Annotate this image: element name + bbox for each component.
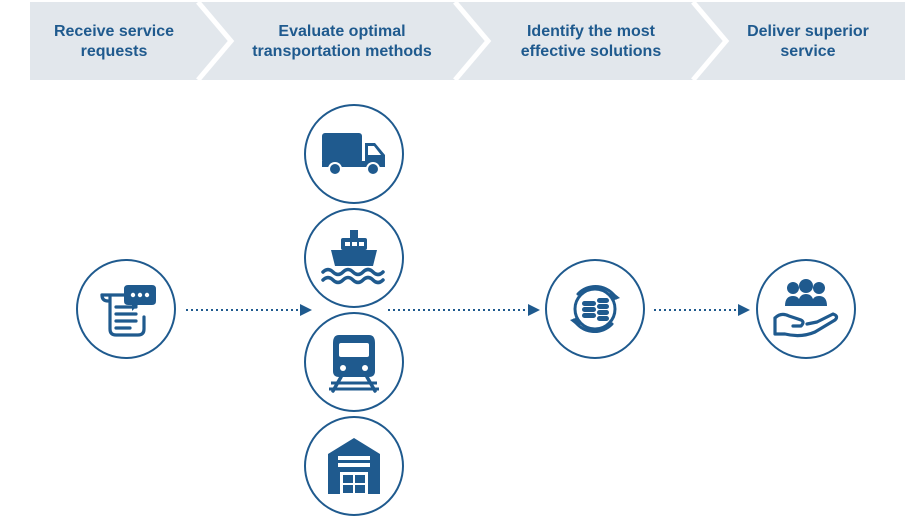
request-node (76, 259, 176, 359)
step-2-shape (194, 2, 488, 80)
train-icon (329, 335, 379, 393)
solutions-node (545, 259, 645, 359)
warehouse-node (304, 416, 404, 516)
warehouse-icon (328, 438, 380, 494)
document-chat-icon (100, 285, 156, 337)
truck-icon (322, 133, 385, 176)
step-bar: Receive service requests Evaluate optima… (0, 0, 905, 80)
ship-node (304, 208, 404, 308)
arrow-transport-to-solutions (388, 304, 540, 316)
step-divider (196, 0, 235, 80)
step-4-shape (689, 2, 905, 80)
people-hand-icon (773, 279, 839, 338)
step-bar-background (30, 0, 905, 80)
step-1-label: Receive service requests (53, 23, 175, 60)
train-node (304, 312, 404, 412)
step-3-shape (451, 2, 726, 80)
step-divider (691, 0, 730, 80)
step-3-label: Identify the most effective solutions (520, 23, 662, 60)
arrow-solutions-to-service (654, 304, 750, 316)
step-divider (453, 0, 492, 80)
step-1-shape (30, 2, 231, 80)
step-2-label: Evaluate optimal transportation methods (252, 23, 432, 60)
step-4-label: Deliver superior service (747, 23, 869, 60)
arrow-request-to-transport (186, 304, 312, 316)
truck-node (304, 104, 404, 204)
ship-icon (321, 230, 385, 285)
coins-cycle-icon (570, 284, 620, 334)
service-node (756, 259, 856, 359)
